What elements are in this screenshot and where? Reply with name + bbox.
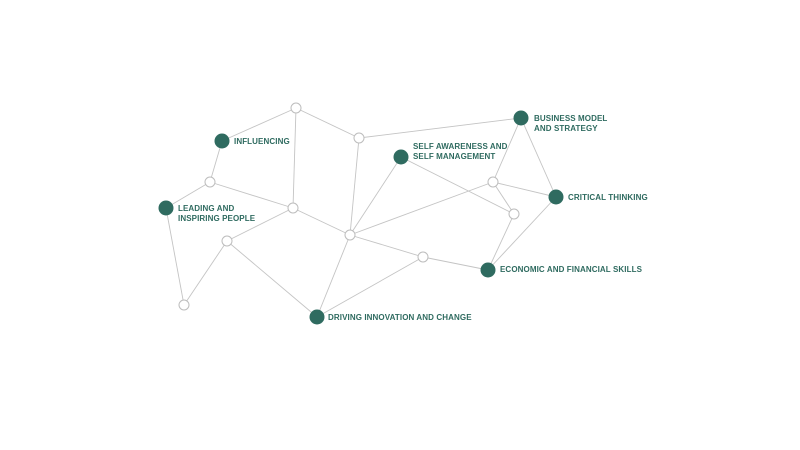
edge-m3-m4 — [209, 181, 294, 209]
economic-label: ECONOMIC AND FINANCIAL SKILLS — [500, 265, 643, 274]
edge-m1-m2 — [295, 107, 360, 139]
driving-innovation-node — [309, 309, 325, 325]
edge-m7-driving_innovation — [316, 234, 351, 318]
minor-nodes — [178, 102, 520, 311]
edge-leading-m6 — [165, 207, 185, 306]
minor-node-m1 — [290, 102, 302, 114]
edge-business_model-critical_thinking — [520, 117, 557, 198]
edge-m1-influencing — [221, 107, 297, 142]
edge-m7-m9 — [349, 181, 494, 236]
minor-node-m2 — [353, 132, 365, 144]
edge-m1-m4 — [292, 107, 297, 209]
leading-node — [158, 200, 174, 216]
minor-node-m8 — [417, 251, 429, 263]
business-model-node — [513, 110, 529, 126]
business-model-label: BUSINESS MODEL AND STRATEGY — [534, 114, 610, 133]
edge-m2-m7 — [349, 137, 360, 236]
skill-nodes: INFLUENCING LEADING AND INSPIRING PEOPLE… — [158, 110, 648, 325]
edge-m9-m10 — [492, 181, 515, 215]
edge-critical_thinking-economic — [487, 196, 557, 271]
edge-m7-m8 — [349, 234, 424, 258]
self-awareness-label: SELF AWARENESS AND SELF MANAGEMENT — [413, 142, 510, 161]
driving-innovation-label: DRIVING INNOVATION AND CHANGE — [328, 313, 472, 322]
economic-node — [480, 262, 496, 278]
influencing-label: INFLUENCING — [234, 137, 290, 146]
edge-m10-economic — [487, 213, 515, 271]
edge-m4-m7 — [292, 207, 351, 236]
edge-m3-leading — [165, 181, 211, 209]
edge-m7-self_awareness — [349, 156, 402, 236]
minor-node-m6 — [178, 299, 190, 311]
edge-m2-business_model — [358, 117, 522, 139]
minor-node-m7 — [344, 229, 356, 241]
self-awareness-node — [393, 149, 409, 165]
edge-m8-economic — [422, 256, 489, 271]
leading-label: LEADING AND INSPIRING PEOPLE — [178, 204, 256, 223]
edge-m4-m5 — [226, 207, 294, 242]
critical-thinking-node — [548, 189, 564, 205]
edge-m9-business_model — [492, 117, 522, 183]
critical-thinking-label: CRITICAL THINKING — [568, 193, 648, 202]
edge-m5-driving_innovation — [226, 240, 318, 318]
minor-node-m9 — [487, 176, 499, 188]
minor-node-m10 — [508, 208, 520, 220]
minor-node-m5 — [221, 235, 233, 247]
minor-node-m4 — [287, 202, 299, 214]
minor-node-m3 — [204, 176, 216, 188]
edge-self_awareness-m10 — [400, 156, 515, 215]
edge-m5-m6 — [183, 240, 228, 306]
edge-m8-driving_innovation — [316, 256, 424, 318]
edge-m9-critical_thinking — [492, 181, 557, 198]
influencing-node — [214, 133, 230, 149]
